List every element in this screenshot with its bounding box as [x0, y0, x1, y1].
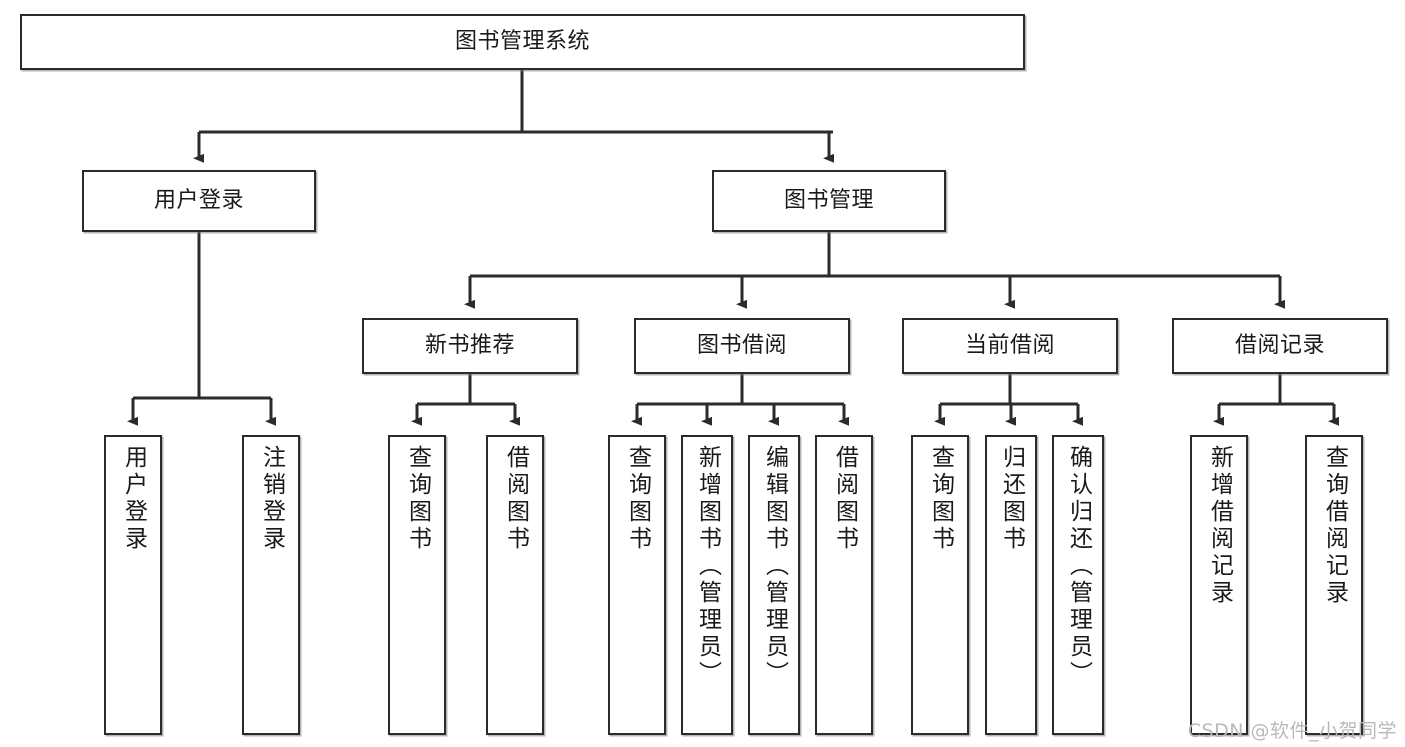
leaf-borrow-book-borrow[interactable]: 借阅图书	[815, 435, 873, 735]
node-label: 查询图书	[404, 445, 431, 553]
node-root-system[interactable]: 图书管理系统	[20, 14, 1025, 70]
node-label: 新增图书（管理员）	[694, 445, 721, 688]
node-label: 图书借阅	[696, 332, 787, 358]
node-book-manage[interactable]: 图书管理	[712, 170, 946, 232]
node-new-book-rec[interactable]: 新书推荐	[362, 318, 578, 374]
node-label: 查询图书	[624, 445, 651, 553]
node-current-borrow[interactable]: 当前借阅	[902, 318, 1118, 374]
node-label: 图书管理系统	[454, 28, 590, 54]
leaf-borrow-book-new-rec[interactable]: 借阅图书	[486, 435, 544, 735]
leaf-query-borrow-record[interactable]: 查询借阅记录	[1305, 435, 1363, 735]
node-label: 当前借阅	[964, 332, 1055, 358]
node-label: 归还图书	[998, 445, 1025, 553]
node-borrow-record[interactable]: 借阅记录	[1172, 318, 1388, 374]
node-label: 借阅图书	[831, 445, 858, 553]
node-label: 用户登录	[153, 187, 244, 213]
leaf-edit-book-admin[interactable]: 编辑图书（管理员）	[748, 435, 800, 735]
node-label: 新增借阅记录	[1206, 445, 1233, 607]
node-label: 借阅记录	[1234, 332, 1325, 358]
node-label: 新书推荐	[424, 332, 515, 358]
node-book-borrow[interactable]: 图书借阅	[634, 318, 850, 374]
leaf-add-book-admin[interactable]: 新增图书（管理员）	[681, 435, 733, 735]
leaf-query-book-borrow[interactable]: 查询图书	[608, 435, 666, 735]
leaf-logout[interactable]: 注销登录	[242, 435, 300, 735]
node-label: 查询借阅记录	[1321, 445, 1348, 607]
node-label: 借阅图书	[502, 445, 529, 553]
node-label: 确认归还（管理员）	[1065, 445, 1092, 688]
leaf-user-login[interactable]: 用户登录	[104, 435, 162, 735]
node-label: 注销登录	[258, 445, 285, 553]
leaf-confirm-return-admin[interactable]: 确认归还（管理员）	[1052, 435, 1104, 735]
leaf-query-book-current[interactable]: 查询图书	[911, 435, 969, 735]
leaf-query-book-new-rec[interactable]: 查询图书	[388, 435, 446, 735]
node-label: 用户登录	[120, 445, 147, 553]
leaf-return-book[interactable]: 归还图书	[985, 435, 1037, 735]
csdn-watermark: CSDN @软件_小贺同学	[1187, 720, 1397, 742]
node-label: 图书管理	[783, 187, 874, 213]
node-label: 编辑图书（管理员）	[761, 445, 788, 688]
node-user-login[interactable]: 用户登录	[82, 170, 316, 232]
node-label: 查询图书	[927, 445, 954, 553]
leaf-add-borrow-record[interactable]: 新增借阅记录	[1190, 435, 1248, 735]
